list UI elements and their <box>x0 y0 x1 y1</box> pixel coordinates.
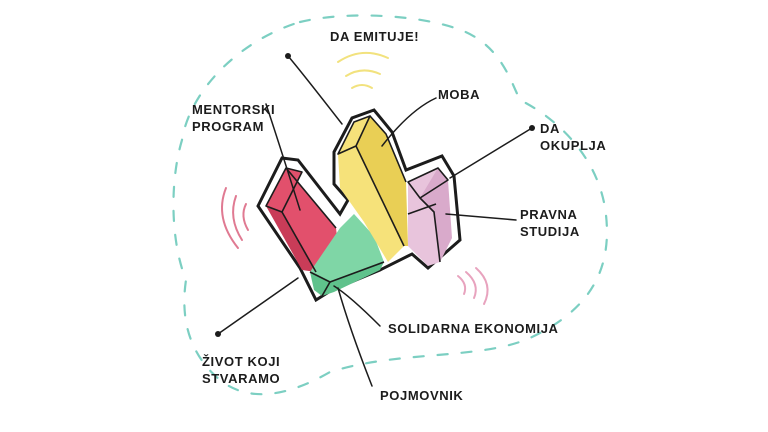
block-edges <box>265 115 449 297</box>
leader-lines <box>217 55 533 387</box>
label-zivot-koji-stvaramo[interactable]: ŽIVOT KOJI STVARAMO <box>202 354 281 386</box>
red-block-front <box>266 206 316 272</box>
green-block-top <box>310 214 384 282</box>
moba-block[interactable] <box>338 116 408 262</box>
label-pojmovnik[interactable]: POJMOVNIK <box>380 388 464 403</box>
yellow-block-front <box>338 146 404 262</box>
pravna-studija-block[interactable] <box>408 168 452 266</box>
label-solidarna-ekonomija[interactable]: SOLIDARNA EKONOMIJA <box>388 321 559 336</box>
pink-block-side <box>420 168 452 262</box>
emission-waves-top <box>337 51 389 89</box>
yellow-block-top <box>338 116 370 154</box>
dashed-cloud-outline <box>172 14 608 396</box>
pink-block-front <box>408 182 440 266</box>
label-mentorski-program[interactable]: MENTORSKI PROGRAM <box>192 102 276 134</box>
yellow-block-side <box>356 116 408 246</box>
emission-waves-right <box>457 267 489 305</box>
label-pravna-studija[interactable]: PRAVNA STUDIJA <box>520 207 580 239</box>
red-block-side <box>282 168 340 272</box>
emission-waves-left <box>221 187 249 249</box>
mentorski-program-block[interactable] <box>266 168 340 272</box>
label-da-okuplja[interactable]: DA OKUPLJA <box>540 121 607 153</box>
label-moba[interactable]: MOBA <box>438 87 481 102</box>
leader-dots <box>215 53 535 337</box>
label-da-emituje[interactable]: DA EMITUJE! <box>330 29 420 44</box>
